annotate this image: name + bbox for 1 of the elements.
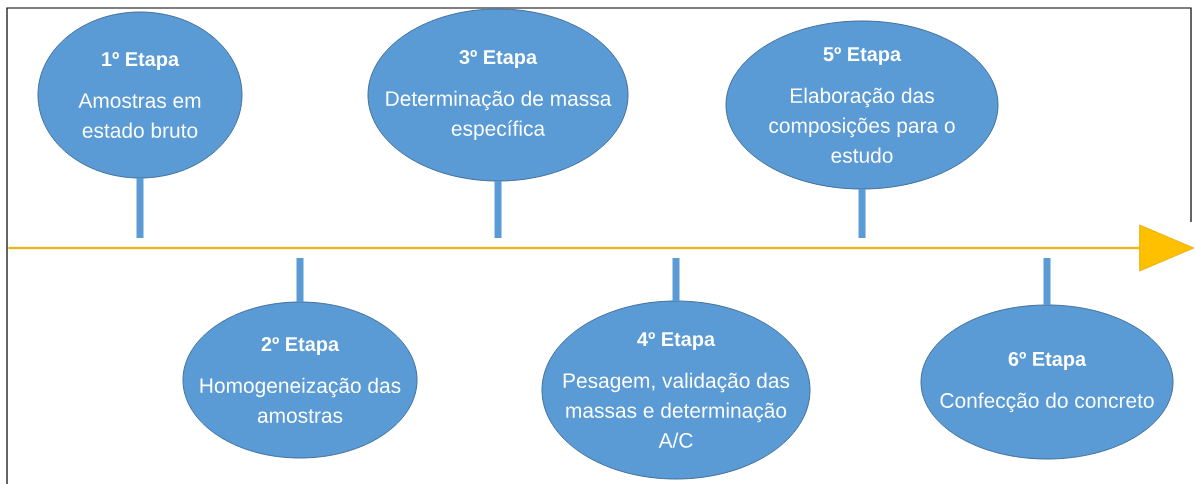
timeline-arrow [8,224,1195,272]
